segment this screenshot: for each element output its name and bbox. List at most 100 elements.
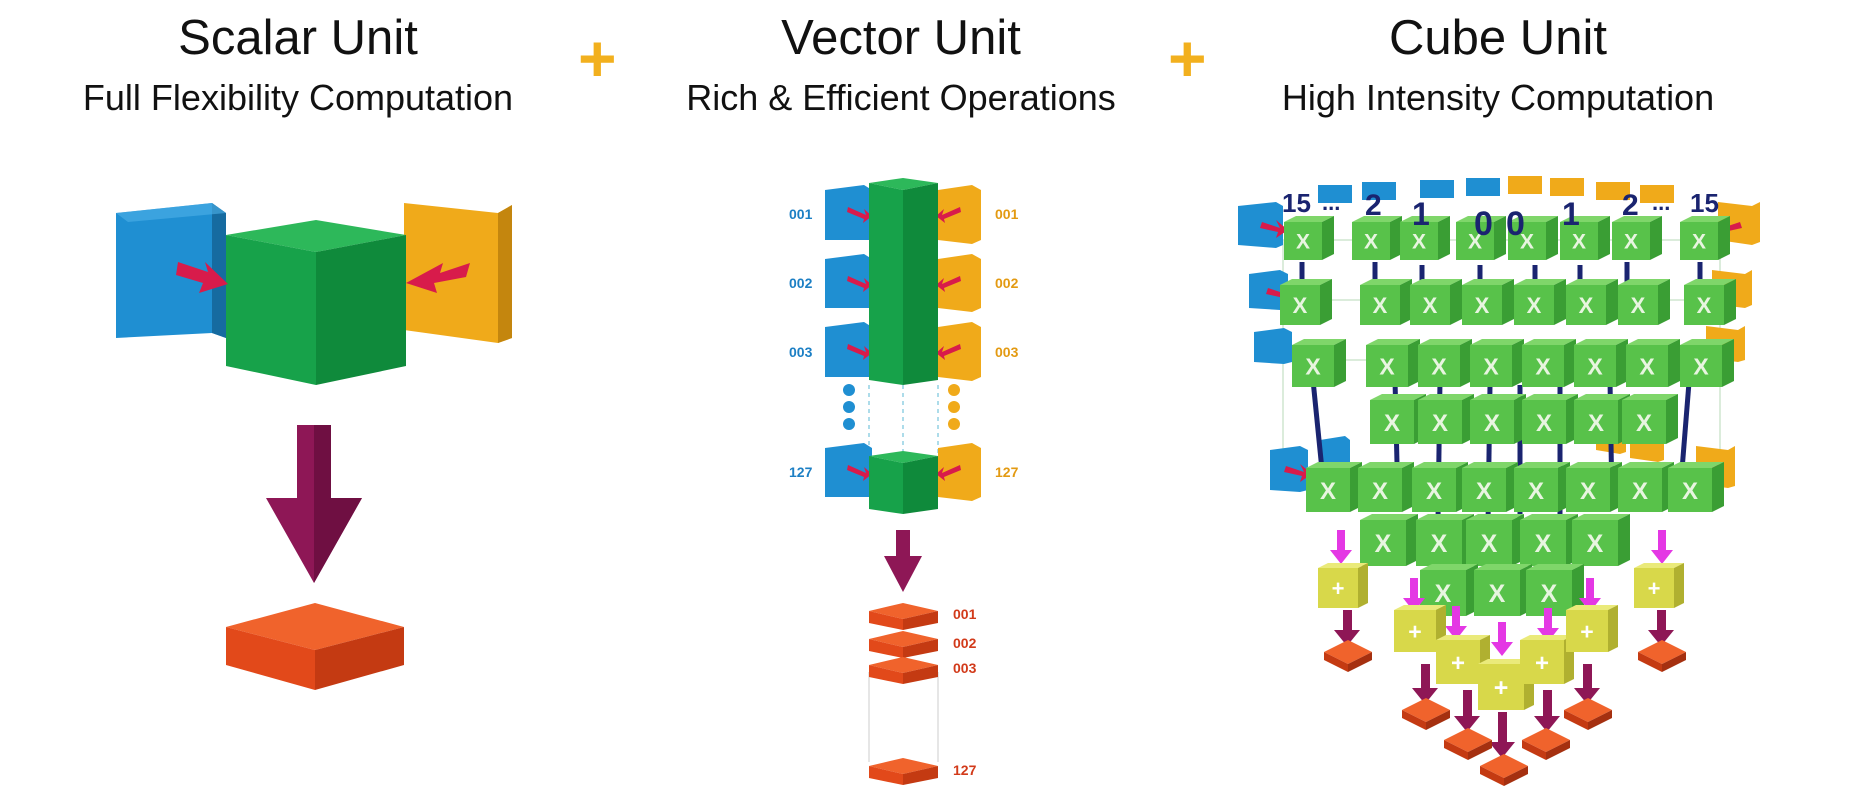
multiply-cube-25: X xyxy=(1418,394,1474,444)
multiply-cube-13: X xyxy=(1566,279,1618,325)
multiply-cube-4-symbol: X xyxy=(1520,231,1534,254)
vector-input-label-127-right: 127 xyxy=(995,464,1019,480)
multiply-cube-29: X xyxy=(1622,394,1678,444)
vector-orange-input-002 xyxy=(936,254,981,312)
adder-cube-0: + xyxy=(1318,563,1368,608)
vector-output-guide-lines xyxy=(868,672,939,762)
vector-orange-input-003 xyxy=(936,322,981,381)
multiply-cube-35: X xyxy=(1566,462,1622,512)
cube-index-label-ellipsis-right: ... xyxy=(1652,190,1670,215)
multiply-cube-34-symbol: X xyxy=(1528,478,1544,505)
multiply-cube-1: X xyxy=(1352,216,1402,260)
cube-top-orange-inputs xyxy=(1508,176,1674,203)
multiply-cube-37: X xyxy=(1668,462,1724,512)
multiply-cube-24: X xyxy=(1370,394,1426,444)
multiply-cube-14-symbol: X xyxy=(1631,293,1646,318)
multiply-cube-10-symbol: X xyxy=(1423,293,1438,318)
multiply-cube-12-symbol: X xyxy=(1527,293,1542,318)
multiply-cube-11: X xyxy=(1462,279,1514,325)
multiply-cube-9-symbol: X xyxy=(1373,293,1388,318)
multiply-cube-6: X xyxy=(1612,216,1662,260)
vector-blue-input-001 xyxy=(825,185,872,240)
multiply-cube-9: X xyxy=(1360,279,1412,325)
multiply-cube-5-symbol: X xyxy=(1572,231,1586,254)
vector-blue-ellipsis-dots xyxy=(843,384,855,430)
multiply-cube-21: X xyxy=(1574,339,1628,387)
vector-output-slab-001 xyxy=(869,603,938,630)
multiply-cube-26: X xyxy=(1470,394,1526,444)
multiply-cube-3: X xyxy=(1456,216,1506,260)
multiply-cube-44: X xyxy=(1474,564,1532,616)
multiply-cube-20-symbol: X xyxy=(1535,353,1551,379)
multiply-cube-40: X xyxy=(1466,514,1524,566)
cube-index-label-1-left: 1 xyxy=(1412,196,1430,232)
vector-unit-diagram: 001 002 003 127 001 002 003 127 001 002 … xyxy=(789,178,1019,785)
adder-cube-0-symbol: + xyxy=(1332,576,1345,601)
adder-cube-6-symbol: + xyxy=(1648,576,1661,601)
multiply-cube-15: X xyxy=(1684,279,1736,325)
multiply-cube-8-symbol: X xyxy=(1293,293,1308,318)
multiply-cube-7: X xyxy=(1680,216,1730,260)
multiply-cube-28-symbol: X xyxy=(1588,410,1604,437)
vector-output-label-002: 002 xyxy=(953,635,977,651)
scalar-unit-subtitle: Full Flexibility Computation xyxy=(82,77,514,118)
vector-guide-lines xyxy=(868,385,939,455)
plus-operator-1: + xyxy=(578,21,617,95)
multiply-cube-31-symbol: X xyxy=(1372,478,1388,505)
vector-blue-input-002 xyxy=(825,254,872,308)
cube-output-arrows xyxy=(1334,610,1674,758)
multiply-cube-25-symbol: X xyxy=(1432,410,1448,437)
multiply-cube-31: X xyxy=(1358,462,1414,512)
multiply-cube-5: X xyxy=(1560,216,1610,260)
multiply-cube-35-symbol: X xyxy=(1580,478,1596,505)
multiply-cube-34: X xyxy=(1514,462,1570,512)
adder-cube-4-symbol: + xyxy=(1535,650,1549,677)
multiply-cube-8: X xyxy=(1280,279,1332,325)
multiply-cube-28: X xyxy=(1574,394,1630,444)
adder-cube-2-symbol: + xyxy=(1451,650,1465,677)
multiply-cube-39: X xyxy=(1416,514,1474,566)
multiply-cube-19-symbol: X xyxy=(1483,353,1499,379)
multiply-cube-19: X xyxy=(1470,339,1524,387)
vector-input-label-003-left: 003 xyxy=(789,344,813,360)
plus-operator-2: + xyxy=(1168,21,1207,95)
cube-output-slabs xyxy=(1324,640,1686,786)
vector-output-label-001: 001 xyxy=(953,606,977,622)
vector-blue-input-127 xyxy=(825,443,872,497)
multiply-cube-32-symbol: X xyxy=(1426,478,1442,505)
vector-orange-input-001 xyxy=(936,185,981,244)
multiply-cube-42: X xyxy=(1572,514,1630,566)
cube-magenta-arrows xyxy=(1330,530,1673,656)
scalar-output-arrow xyxy=(266,425,362,583)
adder-cube-5: + xyxy=(1566,605,1618,652)
multiply-cube-41-symbol: X xyxy=(1535,530,1552,558)
vector-unit-title: Vector Unit xyxy=(781,11,1021,65)
cube-index-label-0-right: 0 xyxy=(1506,205,1525,243)
cube-index-label-0-left: 0 xyxy=(1474,205,1493,243)
multiply-cube-11-symbol: X xyxy=(1475,293,1490,318)
vector-output-label-127: 127 xyxy=(953,762,977,778)
vector-input-label-003-right: 003 xyxy=(995,344,1019,360)
cube-index-label-ellipsis-left: ... xyxy=(1322,190,1340,215)
scalar-right-input-arrow xyxy=(406,263,470,293)
multiply-cube-40-symbol: X xyxy=(1481,530,1498,558)
multiply-cube-2-symbol: X xyxy=(1412,231,1426,254)
multiply-cube-6-symbol: X xyxy=(1624,231,1638,254)
multiply-cube-39-symbol: X xyxy=(1431,530,1448,558)
multiply-cube-21-symbol: X xyxy=(1587,353,1603,379)
multiply-cube-24-symbol: X xyxy=(1384,410,1400,437)
vector-output-label-003: 003 xyxy=(953,660,977,676)
multiply-cube-29-symbol: X xyxy=(1636,410,1652,437)
scalar-output-slab xyxy=(226,603,404,690)
multiply-cube-22: X xyxy=(1626,339,1680,387)
vector-input-label-002-left: 002 xyxy=(789,275,813,291)
vector-input-label-001-right: 001 xyxy=(995,206,1019,222)
adder-cube-3-symbol: + xyxy=(1494,674,1509,702)
multiply-cube-32: X xyxy=(1412,462,1468,512)
cube-unit-title: Cube Unit xyxy=(1389,11,1607,65)
scalar-unit-title: Scalar Unit xyxy=(178,11,418,65)
multiply-cube-33-symbol: X xyxy=(1476,478,1492,505)
multiply-cube-36: X xyxy=(1618,462,1674,512)
